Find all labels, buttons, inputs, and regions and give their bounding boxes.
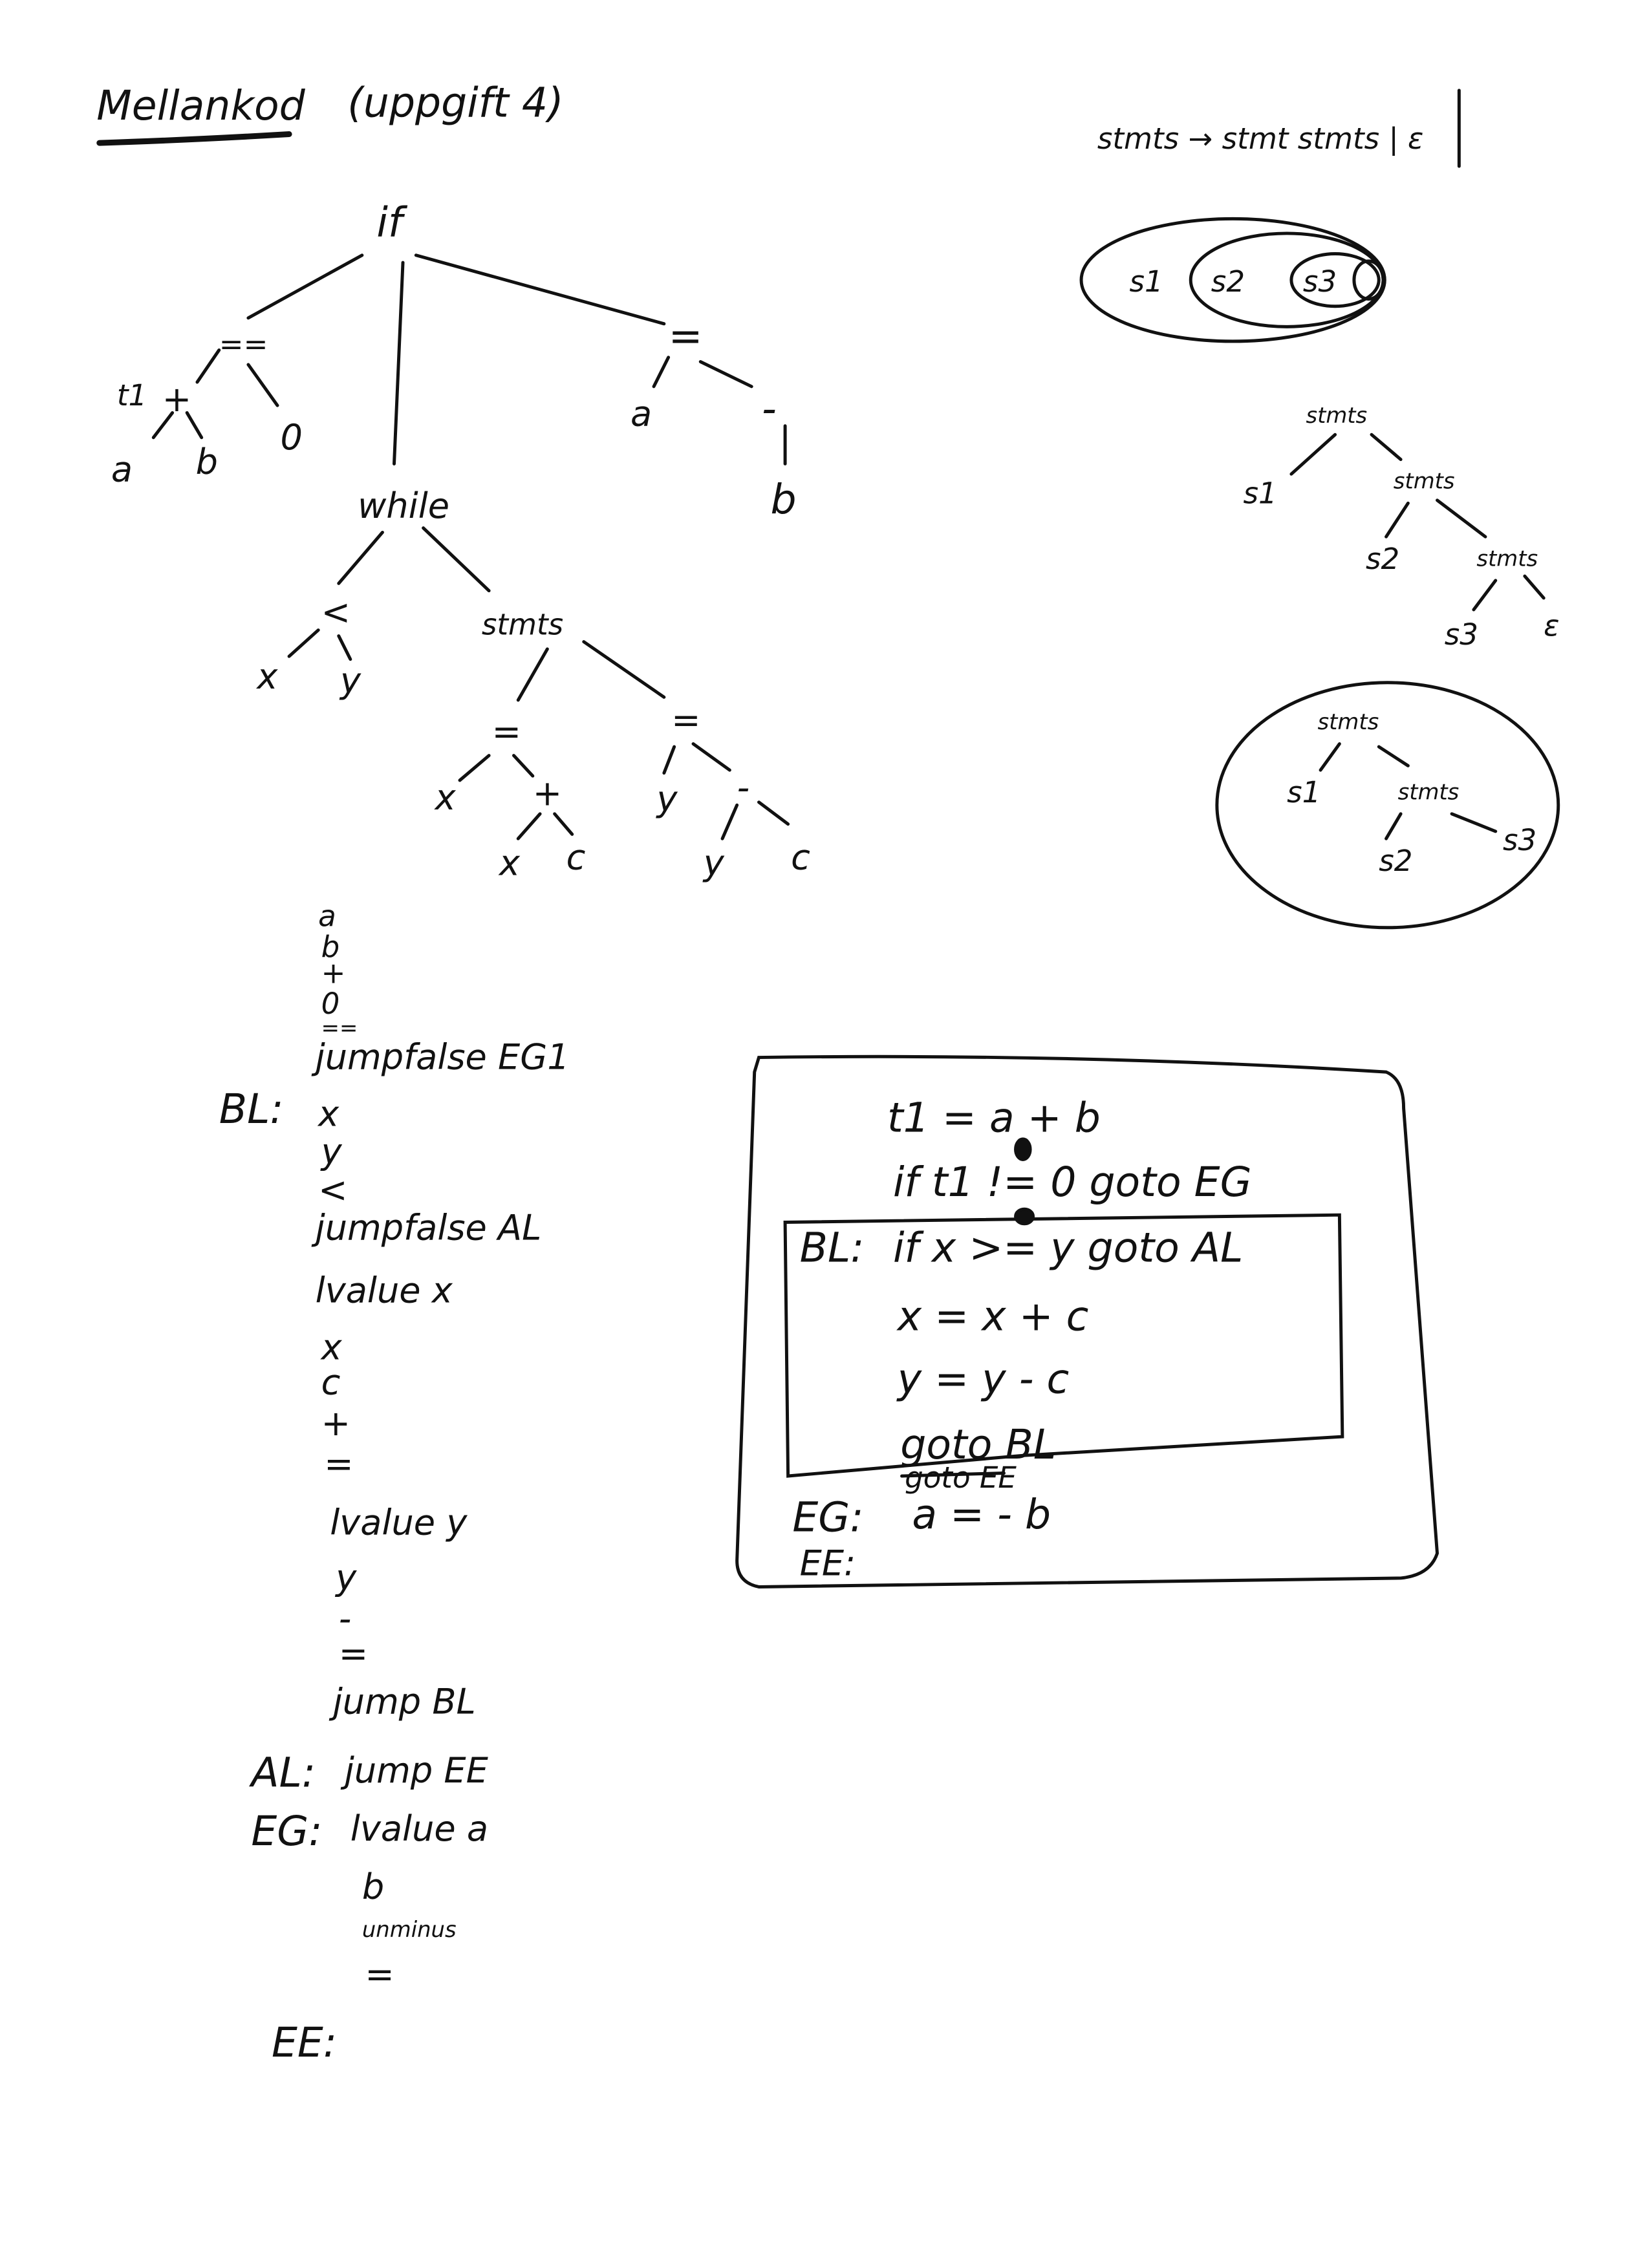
stack-line: y (320, 1131, 343, 1172)
ct-s3: s3 (1503, 823, 1536, 857)
node-t1: t1 (117, 378, 147, 412)
circled-stmts-tree: stmts s1 stmts s2 s3 (1215, 681, 1560, 930)
tac-line: goto BL (900, 1420, 1056, 1468)
node-y: y (339, 661, 361, 701)
loop-box (783, 1213, 1344, 1478)
nested-sets-diagram: s1 s2 s3 (1079, 217, 1386, 343)
set-label-s3: s3 (1303, 264, 1337, 299)
set-label-s2: s2 (1211, 264, 1245, 299)
stack-line: = (339, 1633, 368, 1674)
grammar-rule: stmts → stmt stmts | ε (1097, 122, 1424, 156)
syntax-tree: if == t1 + a b 0 while < x y stmts = x +… (111, 198, 810, 883)
stack-line: b (321, 930, 340, 964)
node-lt: < (321, 592, 350, 633)
stack-line: a (318, 899, 336, 934)
stack-line: jump BL (329, 1682, 476, 1722)
node-assign-x: = (492, 712, 521, 753)
stack-line: lvalue y (330, 1502, 468, 1543)
node-minus: - (737, 767, 750, 808)
rt-s2: s2 (1366, 542, 1399, 576)
tac-line: t1 = a + b (887, 1094, 1101, 1142)
stack-line: jumpfalse EG1 (311, 1037, 570, 1078)
node-c1: c (566, 837, 586, 878)
node-a: a (111, 449, 133, 489)
rt-n2: stmts (1394, 469, 1455, 494)
node-assign-y: = (671, 700, 700, 740)
stack-line: unminus (362, 1917, 457, 1942)
tac-line-struck: goto EE (905, 1460, 1017, 1495)
ct-root: stmts (1318, 709, 1379, 734)
stack-line: jumpfalse AL (311, 1208, 542, 1248)
node-zero: 0 (281, 417, 303, 458)
three-address-code-box: t1 = a + b if t1 != 0 goto EG BL: if x >… (735, 1054, 1439, 1589)
node-plus-c: + (533, 773, 562, 813)
tac-line: x = x + c (896, 1292, 1089, 1340)
rt-epsilon: ε (1544, 609, 1559, 643)
node-while: while (358, 486, 449, 526)
stack-line: = (324, 1444, 353, 1484)
stack-line: x (320, 1327, 343, 1368)
stack-line: = (365, 1954, 394, 1995)
tac-line: if t1 != 0 goto EG (893, 1158, 1252, 1206)
stack-line: + (321, 1403, 350, 1444)
node-b-rhs: b (771, 475, 797, 523)
tac-line: a = - b (912, 1490, 1051, 1538)
label-eg: EG: (792, 1493, 863, 1541)
stack-line: lvalue a (350, 1808, 488, 1849)
ink-blot (1014, 1207, 1035, 1226)
node-a-lhs: a (630, 394, 652, 434)
label-ee: EE: (272, 2018, 337, 2066)
stack-line: + (321, 956, 346, 990)
label-al: AL: (248, 1749, 316, 1797)
node-y-rhs: y (702, 843, 725, 884)
node-x-lhs: x (434, 777, 457, 818)
stack-line: c (321, 1362, 341, 1403)
stack-line: - (339, 1598, 352, 1639)
node-stmts: stmts (482, 607, 563, 641)
page-subtitle: (uppgift 4) (347, 78, 563, 126)
label-ee: EE: (800, 1543, 856, 1583)
rt-s3: s3 (1445, 617, 1478, 652)
node-x-rhs: x (498, 843, 521, 884)
stack-line: lvalue x (316, 1270, 453, 1311)
set-label-s1: s1 (1129, 264, 1163, 299)
stack-line: x (317, 1094, 339, 1135)
label-bl: BL: (800, 1223, 865, 1271)
node-c2: c (791, 837, 810, 878)
ct-s2: s2 (1379, 844, 1412, 878)
ct-n2: stmts (1398, 779, 1460, 804)
rt-root: stmts (1306, 403, 1367, 428)
title-underline (96, 131, 292, 146)
ct-s1: s1 (1287, 775, 1320, 809)
ink-blot (1014, 1137, 1032, 1161)
stack-line: 0 (321, 987, 340, 1021)
node-x: x (255, 656, 278, 697)
node-assign-a: = (669, 312, 703, 359)
rt-n3: stmts (1476, 546, 1538, 571)
tac-line: y = y - c (896, 1354, 1069, 1402)
label-eg: EG: (251, 1807, 322, 1855)
node-eq: == (219, 327, 268, 361)
node-b: b (196, 442, 218, 482)
stmts-recursion-tree: stmts s1 stmts s2 stmts s3 ε (1243, 403, 1559, 652)
page-title: Mellankod (96, 81, 305, 129)
rt-s1: s1 (1243, 476, 1277, 510)
node-if: if (376, 198, 408, 246)
tac-line: if x >= y goto AL (893, 1223, 1243, 1271)
stack-line: y (334, 1557, 357, 1598)
node-y-lhs: y (656, 778, 678, 819)
stack-line: == (321, 1016, 358, 1041)
stack-code-listing: a b + 0 == jumpfalse EG1 BL: x y < jumpf… (219, 899, 570, 2066)
node-plus: + (162, 379, 191, 420)
stack-line: b (362, 1867, 384, 1907)
label-bl: BL: (219, 1085, 284, 1133)
node-neg: - (762, 385, 777, 433)
stack-line: < (318, 1170, 347, 1210)
stack-line: jump EE (340, 1750, 489, 1791)
